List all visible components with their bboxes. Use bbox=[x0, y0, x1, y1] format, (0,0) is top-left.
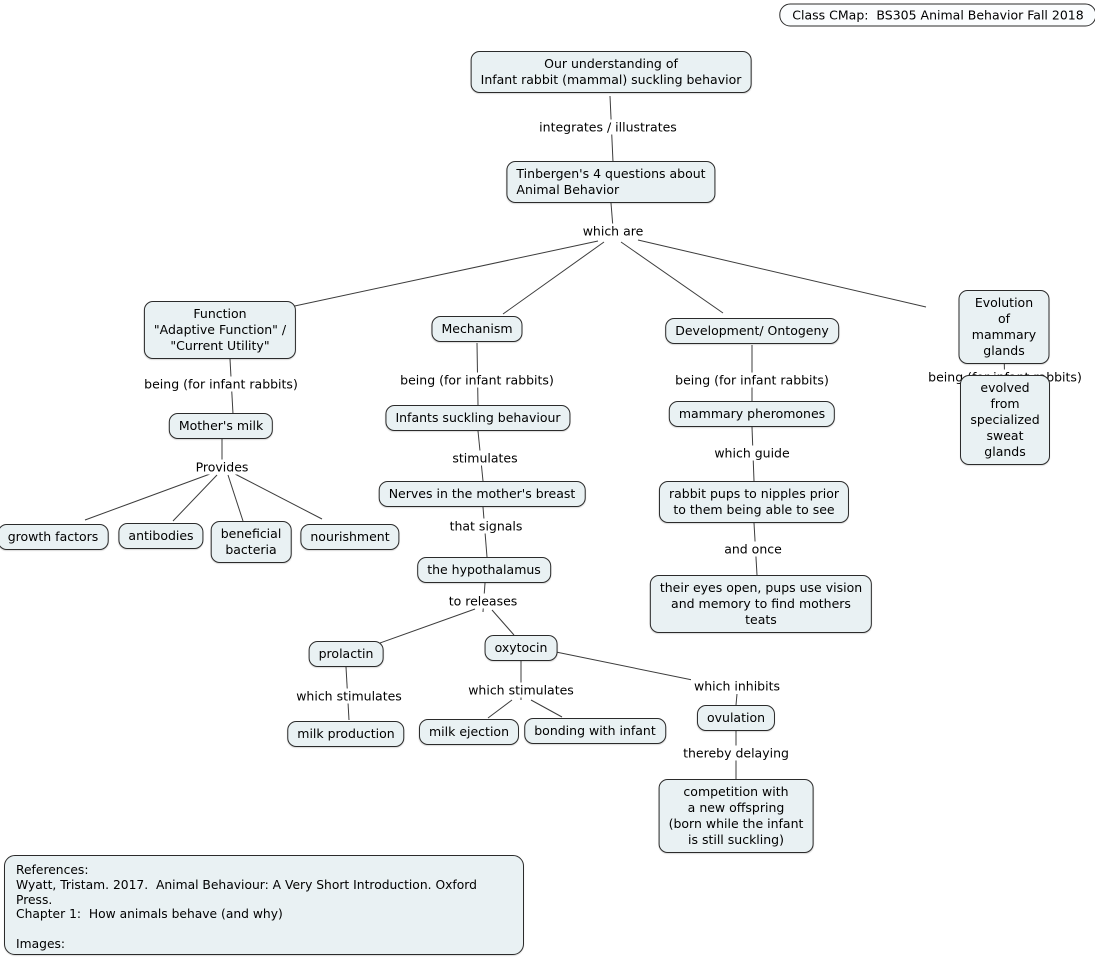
node-nerves-mothers-breast[interactable]: Nerves in the mother's breast bbox=[378, 481, 586, 507]
node-function[interactable]: Function "Adaptive Function" / "Current … bbox=[143, 301, 297, 359]
link-label-being-function[interactable]: being (for infant rabbits) bbox=[141, 376, 301, 392]
link-label-which-guide[interactable]: which guide bbox=[711, 445, 793, 461]
link-label-to-releases[interactable]: to releases bbox=[445, 593, 521, 609]
link-label-which-are[interactable]: which are bbox=[579, 223, 647, 239]
node-oxytocin[interactable]: oxytocin bbox=[484, 635, 558, 661]
node-antibodies[interactable]: antibodies bbox=[118, 523, 204, 549]
node-bonding-with-infant[interactable]: bonding with infant bbox=[524, 718, 666, 744]
node-eyes-open-vision[interactable]: their eyes open, pups use vision and mem… bbox=[649, 575, 873, 633]
references-box[interactable]: References: Wyatt, Tristam. 2017. Animal… bbox=[4, 855, 524, 955]
node-our-understanding[interactable]: Our understanding of Infant rabbit (mamm… bbox=[470, 51, 752, 93]
node-ovulation[interactable]: ovulation bbox=[696, 705, 776, 731]
link-label-being-development[interactable]: being (for infant rabbits) bbox=[672, 372, 832, 388]
node-evolution-mammary-glands[interactable]: Evolution of mammary glands bbox=[958, 290, 1050, 364]
node-mammary-pheromones[interactable]: mammary pheromones bbox=[668, 401, 836, 427]
link-label-that-signals[interactable]: that signals bbox=[446, 518, 526, 534]
node-rabbit-pups-nipples[interactable]: rabbit pups to nipples prior to them bei… bbox=[658, 481, 850, 523]
node-infants-suckling[interactable]: Infants suckling behaviour bbox=[385, 405, 571, 431]
link-label-which-stimulates-oxytocin[interactable]: which stimulates bbox=[465, 682, 577, 698]
node-tinbergen-questions[interactable]: Tinbergen's 4 questions about Animal Beh… bbox=[506, 161, 716, 203]
node-beneficial-bacteria[interactable]: beneficial bacteria bbox=[210, 521, 292, 563]
node-milk-production[interactable]: milk production bbox=[287, 721, 405, 747]
node-growth-factors[interactable]: growth factors bbox=[0, 524, 109, 550]
node-evolved-from-sweat-glands[interactable]: evolved from specialized sweat glands bbox=[960, 375, 1050, 465]
node-nourishment[interactable]: nourishment bbox=[300, 524, 400, 550]
link-label-stimulates[interactable]: stimulates bbox=[449, 450, 521, 466]
link-label-thereby-delaying[interactable]: thereby delaying bbox=[680, 745, 792, 761]
node-prolactin[interactable]: prolactin bbox=[308, 641, 384, 667]
node-competition-offspring[interactable]: competition with a new offspring (born w… bbox=[658, 779, 814, 853]
link-label-which-inhibits[interactable]: which inhibits bbox=[691, 678, 783, 694]
node-mothers-milk[interactable]: Mother's milk bbox=[168, 413, 274, 439]
node-mechanism[interactable]: Mechanism bbox=[431, 316, 523, 342]
map-title-box[interactable]: Class CMap: BS305 Animal Behavior Fall 2… bbox=[779, 3, 1095, 27]
node-milk-ejection[interactable]: milk ejection bbox=[418, 719, 520, 745]
link-label-being-mechanism[interactable]: being (for infant rabbits) bbox=[397, 372, 557, 388]
link-label-integrates[interactable]: integrates / illustrates bbox=[536, 119, 680, 135]
link-label-and-once[interactable]: and once bbox=[721, 541, 785, 557]
link-label-provides[interactable]: Provides bbox=[192, 459, 252, 475]
link-label-which-stimulates-prolactin[interactable]: which stimulates bbox=[293, 688, 405, 704]
node-hypothalamus[interactable]: the hypothalamus bbox=[417, 557, 551, 583]
node-development-ontogeny[interactable]: Development/ Ontogeny bbox=[665, 318, 839, 344]
